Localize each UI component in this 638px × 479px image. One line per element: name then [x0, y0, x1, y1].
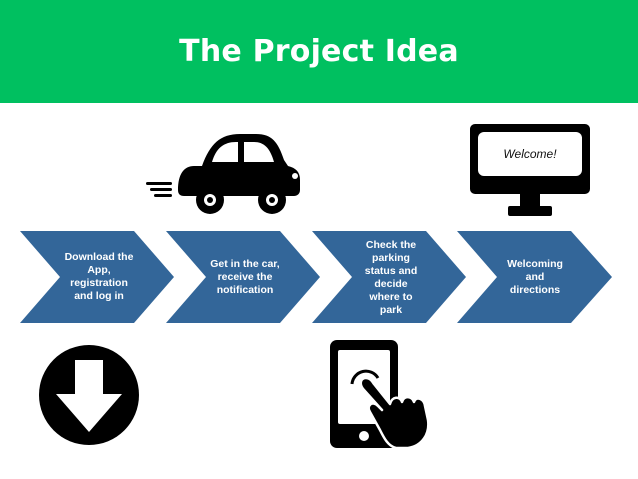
- step-1-label: Download the App, registration and log i…: [64, 251, 134, 302]
- step-3-label: Check the parking status and decide wher…: [364, 239, 418, 316]
- chevron-step-2: [166, 231, 320, 323]
- phone-tap-icon: [330, 340, 430, 450]
- chevron-step-4: [457, 231, 612, 323]
- monitor-screen-text: Welcome!: [503, 147, 557, 161]
- step-2-label: Get in the car, receive the notification: [210, 257, 280, 296]
- monitor-icon: [470, 124, 590, 216]
- title-banner: The Project Idea: [0, 0, 638, 103]
- download-icon: [39, 345, 139, 445]
- chevron-step-3: [312, 231, 466, 323]
- page-title: The Project Idea: [179, 34, 459, 69]
- step-4-label: Welcoming and directions: [507, 257, 563, 296]
- car-icon: [146, 134, 300, 214]
- chevron-step-1: [20, 231, 174, 323]
